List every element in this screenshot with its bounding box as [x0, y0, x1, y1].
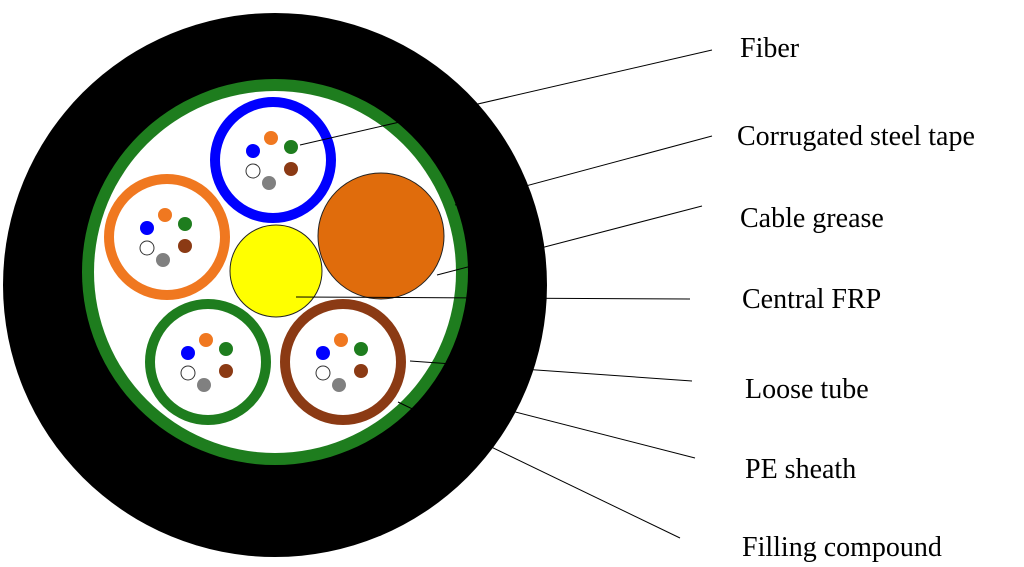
- leader-cable-grease: [436, 205, 703, 276]
- fiber-white: [180, 365, 196, 381]
- fiber-blue: [246, 144, 260, 158]
- leader-loose-tube: [409, 360, 693, 382]
- loose-tube-blue: [210, 97, 336, 223]
- fiber-green: [178, 217, 192, 231]
- label-pe-sheath: PE sheath: [745, 454, 856, 485]
- fiber-brown: [284, 162, 298, 176]
- loose-tube-orange: [104, 174, 230, 300]
- loose-tube-green-wall: [145, 299, 271, 425]
- fiber-blue: [181, 346, 195, 360]
- fiber-green: [354, 342, 368, 356]
- fiber-brown: [178, 239, 192, 253]
- leader-central-frp: [295, 296, 691, 300]
- fiber-white: [245, 163, 261, 179]
- label-corrugated-steel-tape: Corrugated steel tape: [737, 121, 975, 152]
- fiber-orange: [264, 131, 278, 145]
- fiber-slate: [197, 378, 211, 392]
- leader-filling-compound: [397, 401, 681, 539]
- leader-fiber: [299, 49, 713, 146]
- loose-tube-brown-wall: [280, 299, 406, 425]
- label-cable-grease: Cable grease: [740, 203, 884, 234]
- label-filling-compound: Filling compound: [742, 532, 942, 563]
- loose-tube-brown: [280, 299, 406, 425]
- fiber-blue: [316, 346, 330, 360]
- label-loose-tube: Loose tube: [745, 374, 869, 405]
- central-frp: [229, 224, 323, 318]
- fiber-slate: [332, 378, 346, 392]
- label-fiber: Fiber: [740, 33, 800, 64]
- loose-tube-orange-wall: [104, 174, 230, 300]
- leader-corrugated-steel-tape: [454, 135, 713, 206]
- fiber-white: [139, 240, 155, 256]
- leader-pe-sheath: [487, 404, 696, 459]
- loose-tube-green: [145, 299, 271, 425]
- fiber-blue: [140, 221, 154, 235]
- label-central-frp: Central FRP: [742, 284, 881, 315]
- loose-tube-blue-wall: [210, 97, 336, 223]
- fiber-slate: [262, 176, 276, 190]
- loose-tubes: [104, 97, 406, 425]
- fiber-orange: [158, 208, 172, 222]
- fiber-slate: [156, 253, 170, 267]
- fiber-white: [315, 365, 331, 381]
- fiber-orange: [199, 333, 213, 347]
- fiber-green: [219, 342, 233, 356]
- fiber-orange: [334, 333, 348, 347]
- fiber-green: [284, 140, 298, 154]
- fiber-brown: [219, 364, 233, 378]
- cable-grease-filler-rod: [317, 172, 445, 300]
- fiber-brown: [354, 364, 368, 378]
